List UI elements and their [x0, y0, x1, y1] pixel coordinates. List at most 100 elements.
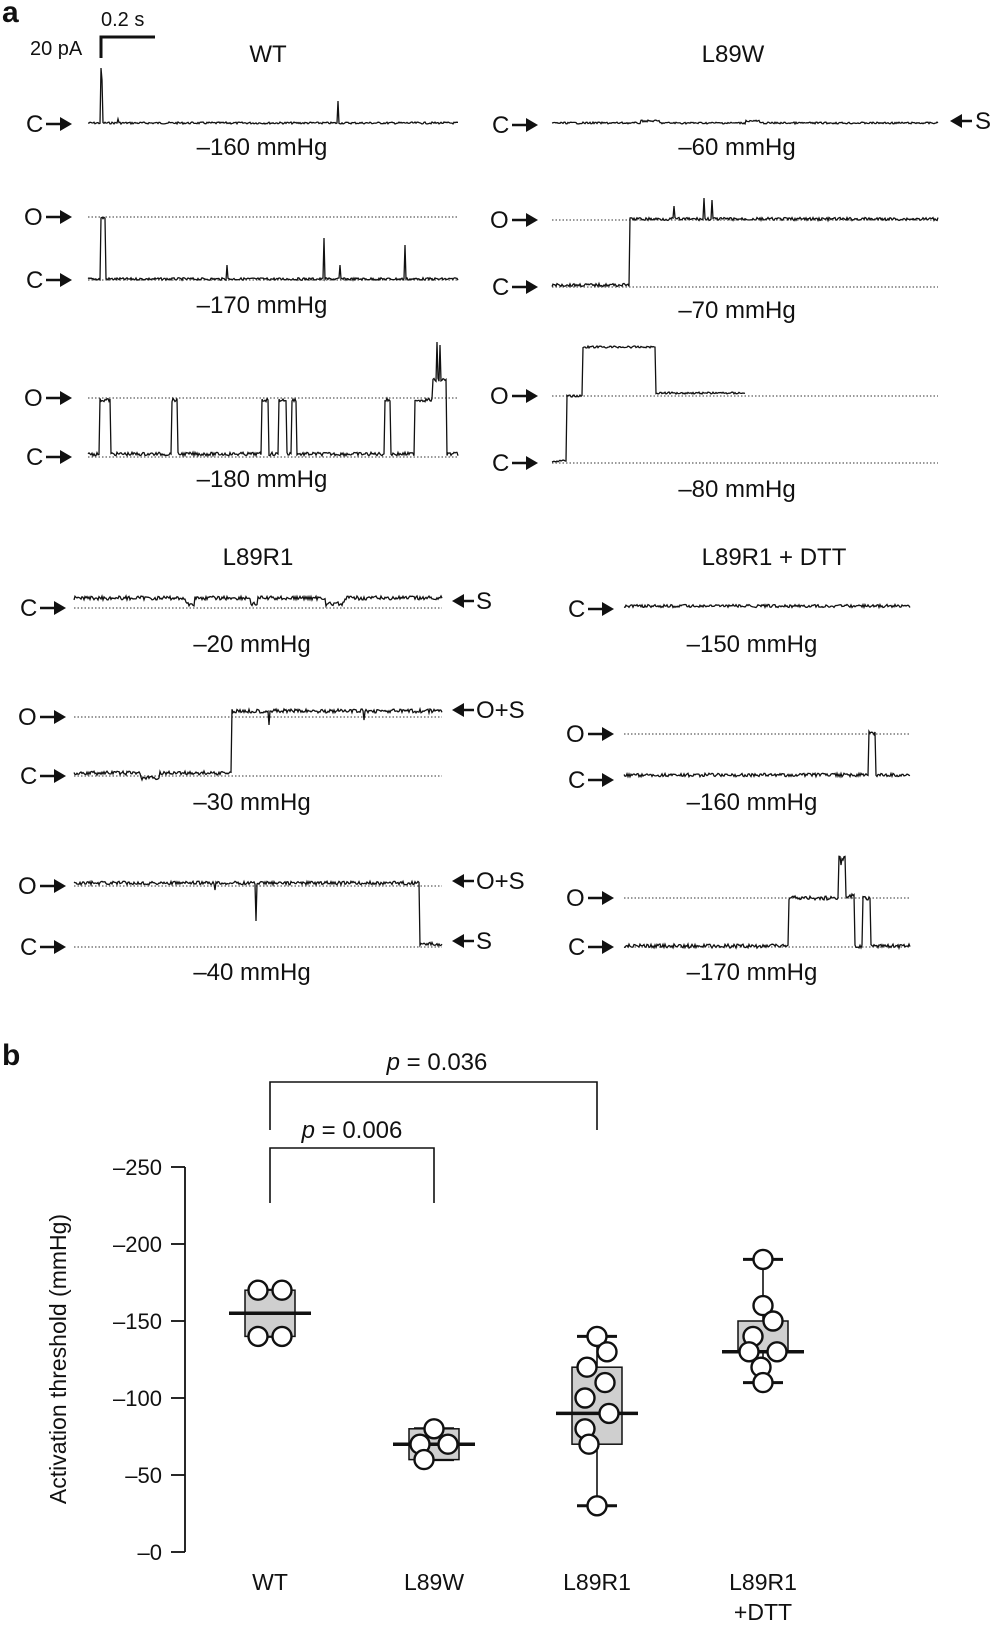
- data-point: [437, 1433, 459, 1455]
- x-tick-label: +DTT: [734, 1599, 792, 1625]
- data-point: [752, 1371, 774, 1394]
- box-plot: [393, 1418, 475, 1471]
- group-title-l89r1-dtt: L89R1 + DTT: [702, 544, 847, 571]
- current-trace: [87, 216, 459, 282]
- p-value-label: p = 0.006: [301, 1117, 403, 1144]
- current-trace: [623, 728, 911, 779]
- right-state-label: S: [975, 108, 991, 135]
- p-symbol: p: [301, 1117, 315, 1144]
- pressure-label: –160 mmHg: [687, 789, 818, 816]
- state-label-c: C: [568, 596, 585, 623]
- scale-bar-time: 0.2 s: [101, 9, 144, 31]
- arrow-right-icon: [588, 727, 614, 741]
- pressure-label: –160 mmHg: [197, 134, 328, 161]
- panel-a-label: a: [2, 0, 19, 29]
- state-label-o: O: [490, 383, 509, 410]
- arrow-left-icon: [950, 114, 972, 128]
- arrow-left-icon: [452, 934, 474, 948]
- data-point: [574, 1387, 596, 1409]
- arrow-right-icon: [40, 879, 66, 893]
- data-point: [247, 1325, 269, 1348]
- arrow-left-icon: [452, 703, 474, 717]
- right-state-label: S: [476, 588, 492, 615]
- panel-b-label: b: [2, 1039, 20, 1072]
- data-point: [752, 1294, 774, 1317]
- data-point: [586, 1325, 608, 1348]
- pressure-label: –80 mmHg: [678, 476, 795, 503]
- group-title-wt: WT: [249, 41, 287, 68]
- state-label-o: O: [490, 207, 509, 234]
- p-value-label: p = 0.036: [386, 1049, 488, 1076]
- box-plots: [229, 1248, 804, 1517]
- data-point: [423, 1418, 445, 1440]
- arrow-right-icon: [588, 940, 614, 954]
- arrow-right-icon: [588, 602, 614, 616]
- data-point: [596, 1341, 618, 1363]
- pressure-label: –70 mmHg: [678, 297, 795, 324]
- data-point: [598, 1402, 620, 1425]
- state-label-o: O: [24, 204, 43, 231]
- current-trace: [73, 706, 443, 782]
- state-label-c: C: [26, 444, 43, 471]
- box-plot: [722, 1248, 804, 1394]
- state-label-c: C: [492, 274, 509, 301]
- arrow-right-icon: [40, 769, 66, 783]
- data-point: [247, 1279, 269, 1301]
- pressure-label: –30 mmHg: [193, 789, 310, 816]
- data-point: [766, 1341, 788, 1363]
- right-state-label: O+S: [476, 697, 525, 724]
- data-point: [578, 1433, 600, 1455]
- state-label-c: C: [26, 267, 43, 294]
- left-state-labels: C O C O C C O C O C C O C O C C O C O C: [18, 111, 585, 961]
- y-tick-label: –250: [113, 1155, 162, 1180]
- arrow-right-icon: [512, 118, 538, 132]
- pressure-labels: –160 mmHg –170 mmHg –180 mmHg –60 mmHg –…: [193, 134, 817, 986]
- state-label-o: O: [18, 873, 37, 900]
- current-trace: [73, 594, 443, 609]
- state-label-o: O: [24, 385, 43, 412]
- y-ticks: –0–50–100–150–200–250: [113, 1155, 185, 1565]
- arrow-right-icon: [46, 273, 72, 287]
- arrow-right-icon: [512, 280, 538, 294]
- group-title-l89r1: L89R1: [223, 544, 294, 571]
- arrow-right-icon: [46, 391, 72, 405]
- p-value: = 0.006: [315, 1117, 402, 1144]
- state-label-c: C: [20, 763, 37, 790]
- arrow-right-icon: [46, 117, 72, 131]
- y-tick-label: –50: [125, 1463, 162, 1488]
- x-tick-label: L89R1: [729, 1569, 797, 1595]
- data-point: [752, 1248, 774, 1271]
- data-point: [413, 1448, 435, 1471]
- arrow-right-icon: [46, 450, 72, 464]
- current-trace: [623, 602, 911, 610]
- arrow-right-icon: [40, 601, 66, 615]
- current-trace: [623, 855, 911, 951]
- y-tick-label: –100: [113, 1386, 162, 1411]
- arrow-right-icon: [512, 213, 538, 227]
- arrow-left-icon: [452, 874, 474, 888]
- current-traces: [73, 67, 939, 951]
- arrow-right-icon: [588, 773, 614, 787]
- state-label-c: C: [20, 934, 37, 961]
- box-plot: [229, 1279, 311, 1348]
- y-tick-label: –150: [113, 1309, 162, 1334]
- state-label-c: C: [20, 595, 37, 622]
- x-tick-label: L89R1: [563, 1569, 631, 1595]
- state-label-c: C: [492, 112, 509, 139]
- pressure-label: –60 mmHg: [678, 134, 795, 161]
- pressure-label: –170 mmHg: [197, 292, 328, 319]
- state-arrows-right: [452, 114, 972, 948]
- state-label-o: O: [18, 704, 37, 731]
- state-label-c: C: [568, 934, 585, 961]
- box-plot: [556, 1325, 638, 1517]
- current-trace: [551, 344, 746, 463]
- scale-bar-current: 20 pA: [30, 38, 83, 60]
- pressure-label: –150 mmHg: [687, 631, 818, 658]
- arrow-right-icon: [512, 389, 538, 403]
- y-axis-label: Activation threshold (mmHg): [45, 1214, 71, 1504]
- arrow-right-icon: [40, 940, 66, 954]
- x-tick-label: L89W: [404, 1569, 464, 1595]
- y-tick-label: –0: [138, 1540, 162, 1565]
